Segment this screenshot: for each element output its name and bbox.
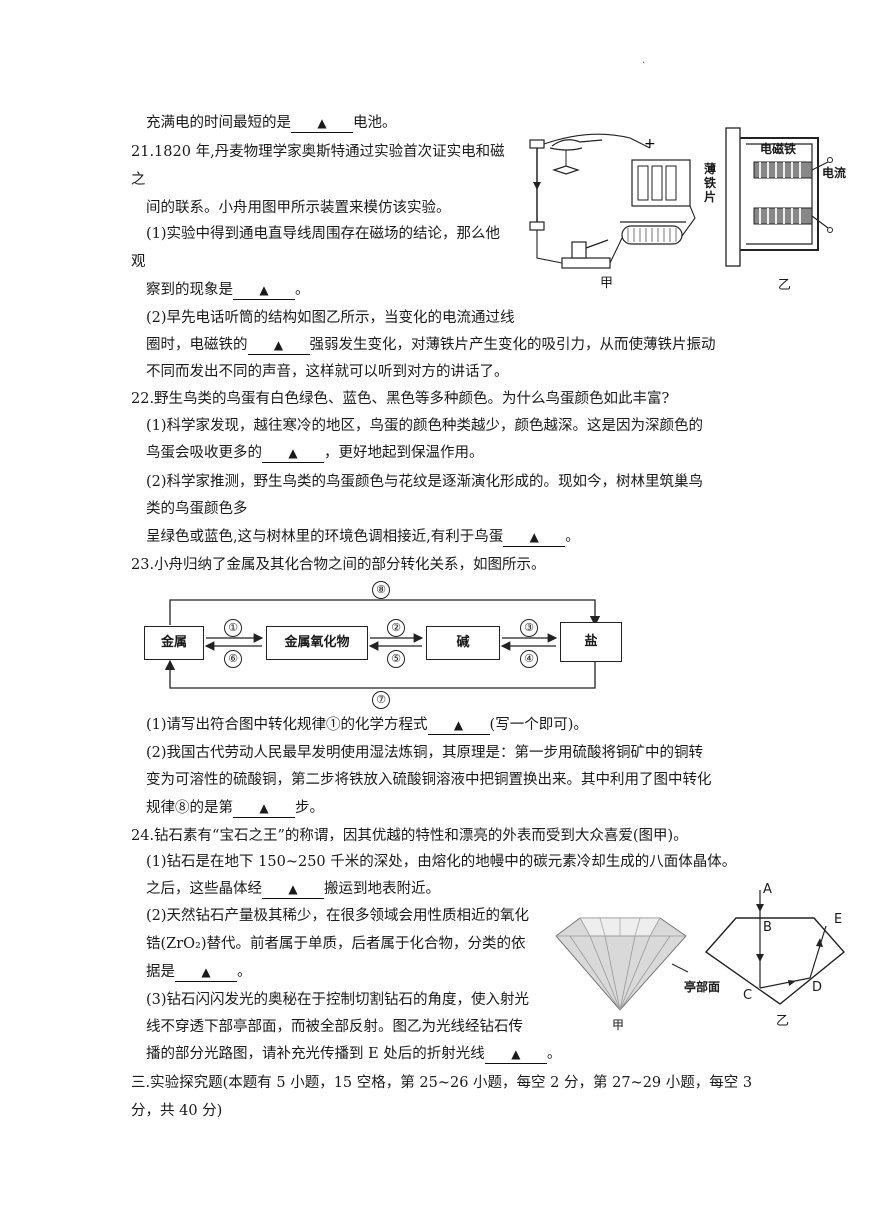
text-line: 分，共 40 分) xyxy=(131,1103,223,1119)
header-dot: · xyxy=(642,58,646,69)
question-24-line: 24.钻石素有“宝石之王”的称谓，因其优越的特性和漂亮的外表而受到大众喜爱(图甲… xyxy=(131,828,688,844)
text-line: 变为可溶性的硫酸铜，第二步将铁放入硫酸铜溶液中把铜置换出来。其中利用了图中转化 xyxy=(146,772,712,788)
rule-7-number: ⑦ xyxy=(372,691,390,709)
box-salt: 盐 xyxy=(560,622,622,662)
rule-5-number: ⑤ xyxy=(387,650,405,668)
point-c-label: C xyxy=(743,988,753,1003)
text-line: 规律⑧的是第▲步。 xyxy=(146,799,324,818)
rule-3-number: ③ xyxy=(520,619,538,637)
text-line: 鸟蛋会吸收更多的▲，更好地起到保温作用。 xyxy=(146,444,484,463)
pavilion-label: 亭部面 xyxy=(684,980,721,994)
current-label: 电流 xyxy=(822,166,847,180)
point-e-label: E xyxy=(834,912,843,927)
plus-terminal: + xyxy=(644,136,656,152)
text-line: 播的部分光路图，请补充光传播到 E 处后的折射光线▲。 xyxy=(146,1045,562,1064)
text-line: 察到的现象是▲。 xyxy=(146,281,310,300)
answer-blank[interactable]: ▲ xyxy=(233,799,295,818)
text-line: (3)钻石闪闪发光的奥秘在于控制切割钻石的角度，使入射光 xyxy=(146,992,530,1008)
text-line: (1)请写出符合图中转化规律①的化学方程式▲(写一个即可)。 xyxy=(146,716,588,735)
text-line: (2)科学家推测，野生鸟类的鸟蛋颜色与花纹是逐渐演化形成的。现如今，树林里筑巢鸟 xyxy=(146,474,704,490)
text-line: (2)我国古代劳动人民最早发明使用湿法炼铜，其原理是：第一步用硫酸将铜矿中的铜转 xyxy=(146,745,704,761)
question-23-line: 23.小舟归纳了金属及其化合物之间的部分转化关系，如图所示。 xyxy=(131,557,546,573)
text-line: 之 xyxy=(131,172,146,188)
metal-conversion-diagram: 金属 金属氧化物 碱 盐 ⑧ ① ⑥ ② ⑤ ③ ④ ⑦ xyxy=(140,578,640,713)
text-line: 线不穿透下部亭部面，而被全部反射。图乙为光线经钻石传 xyxy=(146,1019,523,1035)
text-line: 锆(ZrO₂)替代。前者属于单质，后者属于化合物，分类的依 xyxy=(146,936,526,952)
figure-24: 亭部面 甲 A B C D E 乙 xyxy=(550,880,860,1032)
question-21-line: 21.1820 年,丹麦物理学家奥斯特通过实验首次证实电和磁 xyxy=(131,144,505,160)
text-line: (2)天然钻石产量极其稀少，在很多领域会用性质相近的氧化 xyxy=(146,908,530,924)
text-line: 充满电的时间最短的是▲电池。 xyxy=(146,114,397,133)
figure-label-yi-24: 乙 xyxy=(776,1014,790,1029)
text-line: (1)科学家发现，越往寒冷的地区，鸟蛋的颜色种类越少，颜色越深。这是因为深颜色的 xyxy=(146,418,704,434)
figure-21-yi: 电磁铁 电流 薄铁片 乙 xyxy=(704,124,850,294)
rule-8-number: ⑧ xyxy=(372,581,390,599)
box-metal: 金属 xyxy=(144,626,204,660)
text-line: 观 xyxy=(131,254,146,270)
figure-label-jia-24: 甲 xyxy=(612,1018,625,1032)
question-22-line: 22.野生鸟类的鸟蛋有白色绿色、蓝色、黑色等多种颜色。为什么鸟蛋颜色如此丰富? xyxy=(131,391,670,407)
answer-blank[interactable]: ▲ xyxy=(291,114,353,133)
answer-blank[interactable]: ▲ xyxy=(484,1045,547,1064)
text-line: (1)钻石是在地下 150~250 千米的深处，由熔化的地幔中的碳元素冷却生成的… xyxy=(146,854,737,870)
answer-blank[interactable]: ▲ xyxy=(233,281,295,300)
oersted-apparatus-drawing: + xyxy=(529,133,696,269)
figure-label-jia: 甲 xyxy=(600,276,614,291)
rule-1-number: ① xyxy=(224,619,242,637)
text-line: 间的联系。小舟用图甲所示装置来模仿该实验。 xyxy=(146,200,451,216)
box-metal-oxide: 金属氧化物 xyxy=(266,626,368,660)
diamond-drawings xyxy=(555,890,846,1011)
text-line: 据是▲。 xyxy=(146,963,252,982)
point-b-label: B xyxy=(763,920,772,935)
telephone-receiver-drawing xyxy=(725,127,833,267)
text-line: 呈绿色或蓝色,这与树林里的环境色调相接近,有利于鸟蛋▲。 xyxy=(146,528,580,547)
figure-21-jia: + 甲 xyxy=(520,118,715,298)
point-a-label: A xyxy=(763,882,772,897)
section-3-heading: 三.实验探究题(本题有 5 小题，15 空格，第 25~26 小题，每空 2 分… xyxy=(131,1075,753,1091)
figure-label-yi: 乙 xyxy=(778,278,792,293)
text-line: (1)实验中得到通电直导线周围存在磁场的结论，那么他 xyxy=(146,226,501,242)
rule-2-number: ② xyxy=(387,619,405,637)
electromagnet-label: 电磁铁 xyxy=(760,142,797,156)
text-line: (2)早先电话听筒的结构如图乙所示，当变化的电流通过线 xyxy=(146,310,515,326)
text-line: 类的鸟蛋颜色多 xyxy=(146,501,248,517)
point-d-label: D xyxy=(812,980,823,995)
answer-blank[interactable]: ▲ xyxy=(262,444,324,463)
answer-blank[interactable]: ▲ xyxy=(175,963,237,982)
answer-blank[interactable]: ▲ xyxy=(427,716,490,735)
rule-4-number: ④ xyxy=(520,650,538,668)
text-line: 不同而发出不同的声音，这样就可以听到对方的讲话了。 xyxy=(146,364,509,380)
thin-iron-label: 薄铁片 xyxy=(704,162,717,204)
text-line: 之后，这些晶体经▲搬运到地表附近。 xyxy=(146,880,440,899)
box-base: 碱 xyxy=(426,626,500,660)
answer-blank[interactable]: ▲ xyxy=(247,336,310,355)
answer-blank[interactable]: ▲ xyxy=(503,528,566,547)
text-line: 圈时，电磁铁的▲强弱发生变化，对薄铁片产生变化的吸引力，从而使薄铁片振动 xyxy=(146,336,716,355)
rule-6-number: ⑥ xyxy=(224,650,242,668)
answer-blank[interactable]: ▲ xyxy=(262,880,324,899)
diagram-lines xyxy=(164,599,601,689)
